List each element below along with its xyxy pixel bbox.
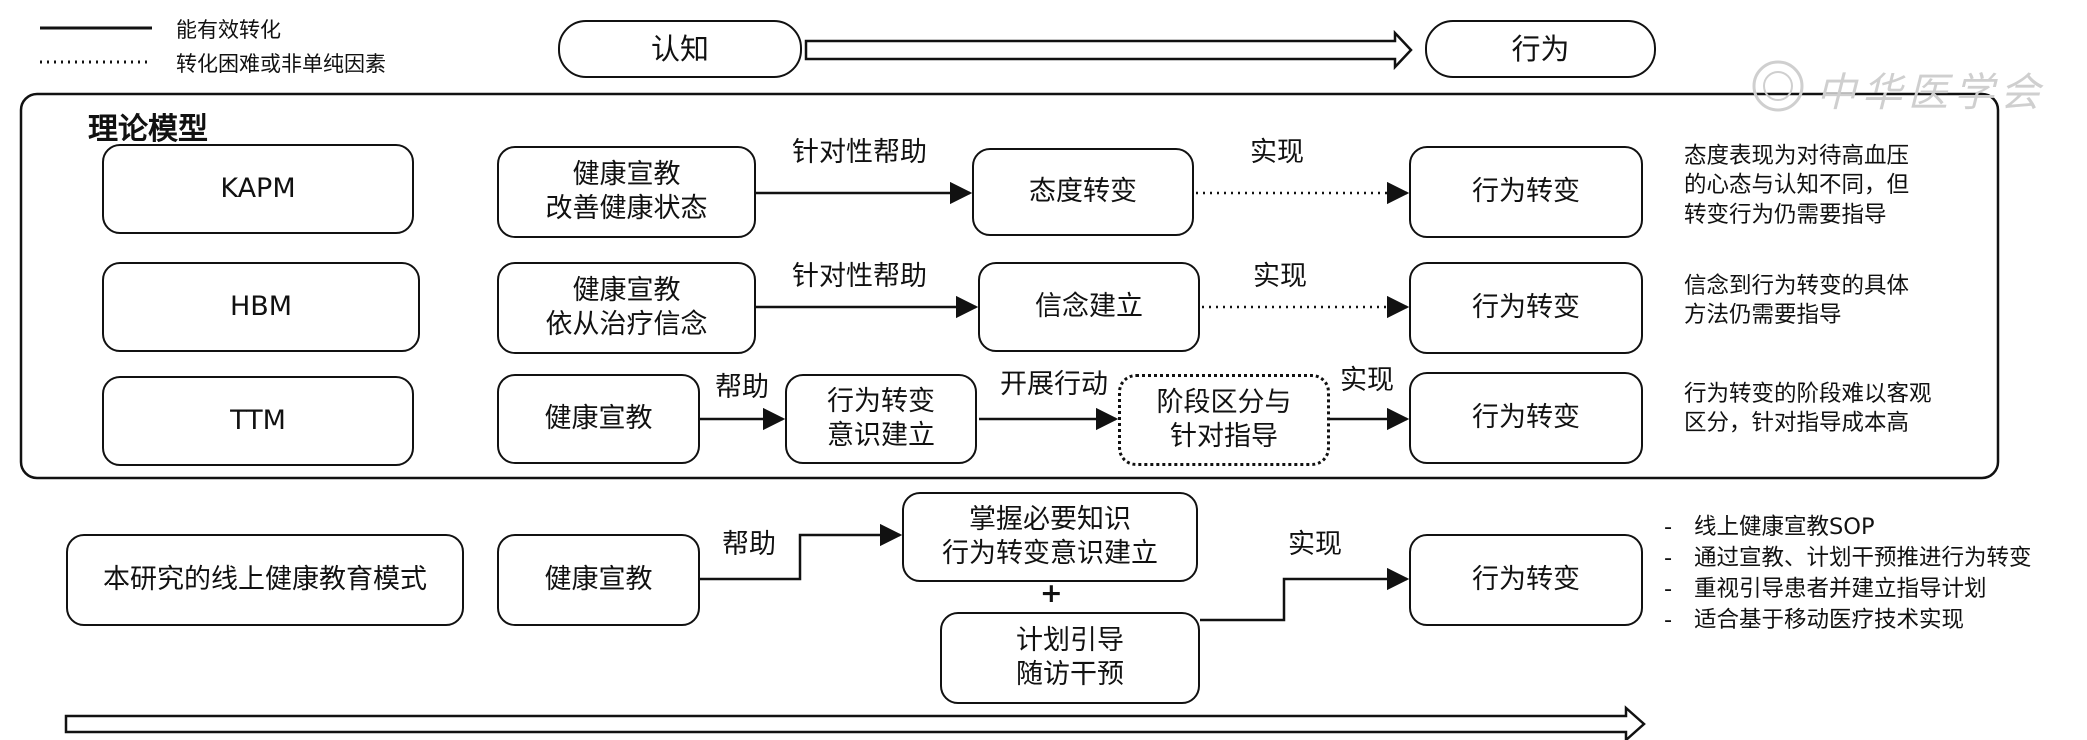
legend-solid-label: 能有效转化 [176, 18, 281, 42]
study-arrow-2 [1200, 567, 1410, 622]
study-label-1: 帮助 [722, 529, 776, 560]
study-lower-box: 计划引导 随访干预 [940, 612, 1200, 704]
study-arrow-1 [700, 523, 903, 581]
study-bullet-3: 重视引导患者并建立指导计划 [1664, 574, 2032, 605]
hbm-end-box: 行为转变 [1409, 262, 1643, 354]
study-upper-box: 掌握必要知识 行为转变意识建立 [902, 492, 1198, 582]
top-hollow-arrow [804, 29, 1413, 71]
ttm-start-box: 健康宣教 [497, 374, 700, 464]
study-bullet-2: 通过宣教、计划干预推进行为转变 [1664, 543, 2032, 574]
hbm-mid-box: 信念建立 [978, 262, 1200, 352]
section-title: 理论模型 [88, 112, 208, 147]
watermark-text: 中华医学会 [1816, 70, 2046, 116]
kapm-label-1: 针对性帮助 [792, 137, 927, 168]
watermark-logo: 中华医学会 [1748, 56, 2078, 116]
study-bullet-4: 适合基于移动医疗技术实现 [1664, 605, 2032, 636]
ttm-label-2: 开展行动 [1000, 369, 1108, 400]
study-end-box: 行为转变 [1409, 534, 1643, 626]
kapm-mid-box: 态度转变 [972, 148, 1194, 236]
model-name-hbm: HBM [102, 262, 420, 352]
ttm-note: 行为转变的阶段难以客观 区分，针对指导成本高 [1684, 381, 1932, 437]
hbm-label-2: 实现 [1253, 261, 1307, 292]
ttm-end-box: 行为转变 [1409, 372, 1643, 464]
kapm-end-box: 行为转变 [1409, 146, 1643, 238]
ttm-mid2-box: 阶段区分与 针对指导 [1118, 374, 1330, 466]
kapm-label-2: 实现 [1250, 137, 1304, 168]
legend-dotted-label: 转化困难或非单纯因素 [176, 52, 386, 76]
study-bullet-1: 线上健康宣教SOP [1664, 512, 2032, 543]
kapm-note: 态度表现为对待高血压 的心态与认知不同，但 转变行为仍需要指导 [1684, 143, 1910, 228]
watermark-seal-icon [1752, 60, 1804, 112]
theory-model-frame [19, 92, 2000, 480]
study-model-name: 本研究的线上健康教育模式 [66, 534, 464, 626]
study-start-box: 健康宣教 [497, 534, 700, 626]
hbm-note: 信念到行为转变的具体 方法仍需要指导 [1684, 273, 1910, 329]
ttm-label-1: 帮助 [715, 372, 769, 403]
behavior-box: 行为 [1425, 20, 1656, 78]
ttm-label-3: 实现 [1340, 365, 1394, 396]
kapm-start-box: 健康宣教 改善健康状态 [497, 146, 756, 238]
study-label-2: 实现 [1288, 529, 1342, 560]
study-bullets: 线上健康宣教SOP 通过宣教、计划干预推进行为转变 重视引导患者并建立指导计划 … [1664, 512, 2032, 636]
hbm-start-box: 健康宣教 依从治疗信念 [497, 262, 756, 354]
model-name-ttm: TTM [102, 376, 414, 466]
ttm-mid-box: 行为转变 意识建立 [785, 374, 977, 464]
bottom-hollow-arrow [64, 705, 1646, 740]
model-name-kapm: KAPM [102, 144, 414, 234]
cognition-box: 认知 [558, 20, 802, 78]
hbm-label-1: 针对性帮助 [792, 261, 927, 292]
study-plus: + [1040, 578, 1063, 609]
